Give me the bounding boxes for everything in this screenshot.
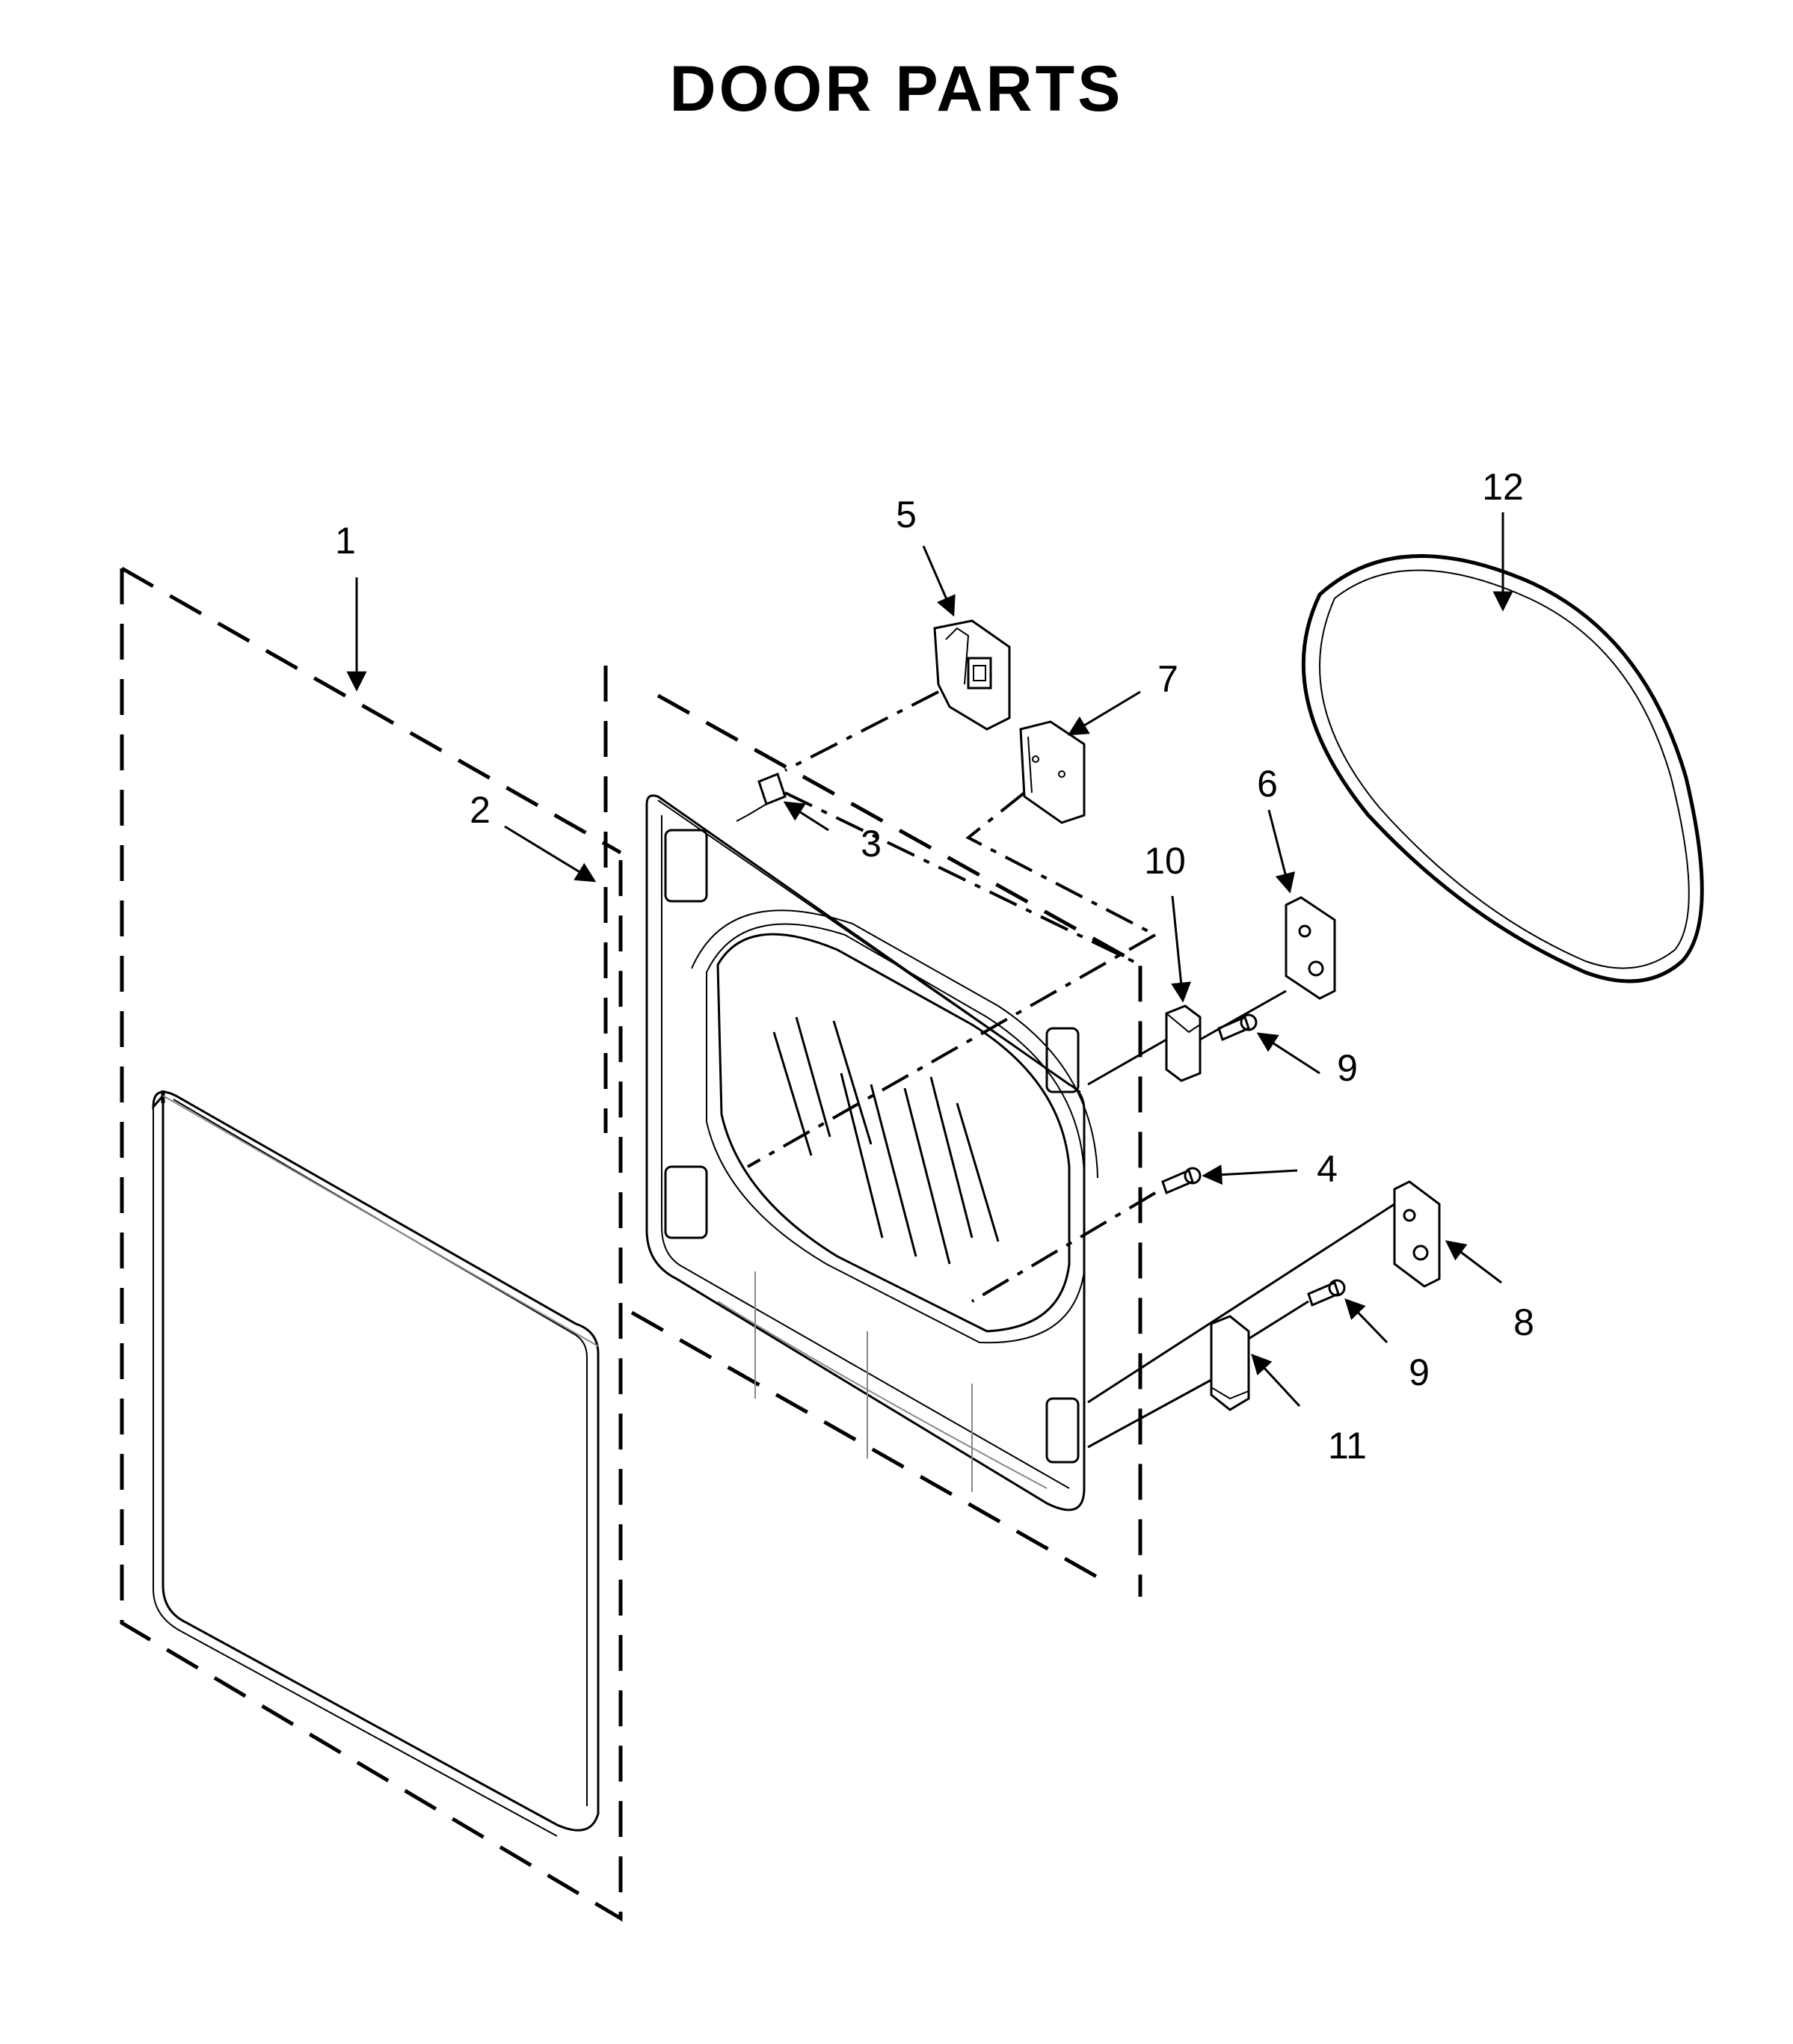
door-gasket <box>1301 553 1704 983</box>
callout-8: 8 <box>1513 1301 1534 1343</box>
callout-5: 5 <box>896 494 917 535</box>
door-inner-frame <box>603 666 1142 1597</box>
outer-door-panel <box>120 566 623 1922</box>
leader-arrows <box>346 512 1513 1408</box>
cover-plate <box>1019 720 1086 824</box>
strike-catch <box>736 773 787 822</box>
upper-hinge-plate <box>1285 896 1336 1000</box>
latch-bracket <box>933 619 1011 731</box>
callout-4: 4 <box>1317 1148 1338 1190</box>
screw-part-9-upper <box>1217 1013 1258 1042</box>
callout-6: 6 <box>1257 763 1278 805</box>
upper-hinge <box>1165 1004 1202 1082</box>
callout-9-upper: 9 <box>1337 1047 1358 1089</box>
diagram-title: DOOR PARTS <box>669 53 1124 125</box>
alignment-lines <box>747 690 1395 1449</box>
callout-3: 3 <box>861 823 882 865</box>
callout-11: 11 <box>1328 1425 1367 1467</box>
callout-12: 12 <box>1482 466 1524 508</box>
callout-1: 1 <box>335 520 356 562</box>
callout-2: 2 <box>470 789 490 831</box>
callout-9-lower: 9 <box>1409 1351 1430 1393</box>
callout-7: 7 <box>1157 658 1178 700</box>
callout-10: 10 <box>1144 840 1186 882</box>
screw-part-9-lower <box>1307 1279 1346 1307</box>
lower-hinge <box>1210 1315 1250 1411</box>
lower-hinge-plate <box>1393 1180 1441 1288</box>
screw-part-4 <box>1161 1167 1202 1195</box>
